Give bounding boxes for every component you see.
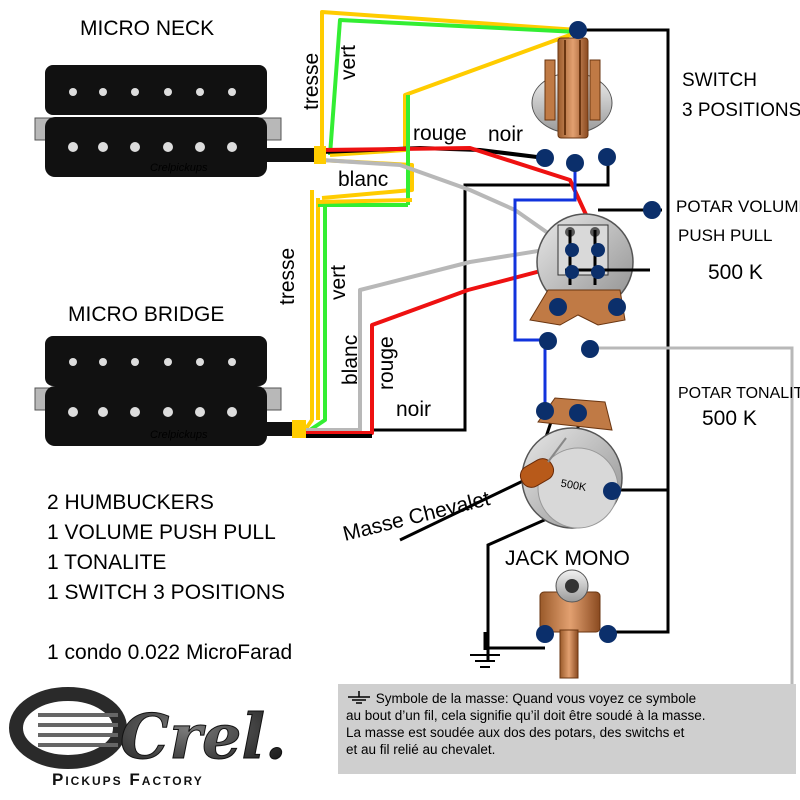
solder-point [591, 265, 605, 279]
pot-marking: 500K [560, 478, 588, 494]
neck-noir-label: noir [488, 123, 523, 146]
bridge-pickup-brand: Crelpickups [150, 429, 208, 441]
jack-mono-icon [539, 569, 601, 679]
potar-volume-label-line2: PUSH PULL [678, 226, 772, 245]
bridge-vert-label: vert [327, 265, 350, 300]
bridge-pickup-icon: Crelpickups [34, 336, 306, 446]
solder-point [643, 201, 661, 219]
neck-rouge-label: rouge [413, 122, 467, 145]
solder-point [598, 148, 616, 166]
solder-point [599, 625, 617, 643]
info-line: 1 condo 0.022 MicroFarad [47, 641, 293, 664]
potar-volume-label-line1: POTAR VOLUME [676, 197, 800, 216]
neck-blanc-wire [321, 158, 567, 247]
potar-volume-value: 500 K [708, 261, 763, 284]
component-list: 2 HUMBUCKERS 1 VOLUME PUSH PULL 1 TONALI… [47, 488, 292, 668]
neck-pickup-icon: Crelpickups [34, 65, 326, 177]
solder-point [566, 154, 584, 172]
logo-text: Crel. [120, 700, 287, 773]
note-line: La masse est soudée aux dos des potars, … [346, 725, 685, 740]
bridge-tresse-label: tresse [276, 248, 299, 305]
info-line [47, 608, 292, 638]
info-line: 2 HUMBUCKERS [47, 491, 214, 514]
bridge-noir-label: noir [396, 398, 431, 421]
solder-point [603, 482, 621, 500]
micro-neck-label: MICRO NECK [80, 17, 214, 40]
note-line: et au fil relié au chevalet. [346, 742, 496, 757]
solder-point [569, 21, 587, 39]
volume-to-tone-grey [590, 346, 794, 765]
note-line: Symbole de la masse: Quand vous voyez ce… [375, 691, 697, 706]
solder-point [608, 298, 626, 316]
logo-subtitle: Pickups Factory [52, 770, 204, 789]
capacitor-icon [519, 437, 567, 488]
switch-label-line1: SWITCH [682, 70, 757, 91]
bridge-blanc-label: blanc [339, 335, 362, 385]
solder-point [591, 243, 605, 257]
switch-label-line2: 3 POSITIONS [682, 100, 800, 121]
potar-tonalite-value: 500 K [702, 407, 757, 430]
solder-point [539, 332, 557, 350]
bridge-wires [303, 190, 576, 438]
info-line: 1 TONALITE [47, 551, 167, 574]
neck-blanc-label: blanc [338, 168, 388, 191]
neck-tresse-label: tresse [300, 53, 323, 110]
neck-pickup-brand: Crelpickups [150, 162, 208, 174]
volume-pot-icon [529, 213, 650, 326]
ground-symbol-jack [470, 654, 500, 668]
solder-point [536, 402, 554, 420]
neck-vert-label: vert [337, 45, 360, 80]
solder-point [536, 149, 554, 167]
switch-3-positions-icon [531, 37, 613, 139]
solder-point [565, 265, 579, 279]
solder-point [565, 243, 579, 257]
bridge-rouge-label: rouge [375, 336, 398, 390]
solder-point [549, 298, 567, 316]
blue-wires [513, 163, 577, 410]
ground-symbol-icon [348, 691, 370, 704]
note-line: au bout d’un fil, cela signifie qu’il do… [346, 708, 706, 723]
solder-point [536, 625, 554, 643]
solder-point [581, 340, 599, 358]
solder-point [569, 404, 587, 422]
neck-wires [319, 10, 602, 246]
solder-points [536, 21, 661, 643]
neck-to-bridge-wires [316, 95, 413, 420]
ground-note: Symbole de la masse: Quand vous voyez ce… [338, 684, 796, 774]
masse-chevalet-label: Masse Chevalet [341, 487, 493, 546]
micro-bridge-label: MICRO BRIDGE [68, 303, 224, 326]
potar-tonalite-label: POTAR TONALITE [678, 385, 800, 402]
jack-mono-label: JACK MONO [505, 547, 630, 570]
info-line: 1 VOLUME PUSH PULL [47, 521, 276, 544]
info-line: 1 SWITCH 3 POSITIONS [47, 581, 286, 604]
crel-logo: Crel. [9, 687, 287, 774]
